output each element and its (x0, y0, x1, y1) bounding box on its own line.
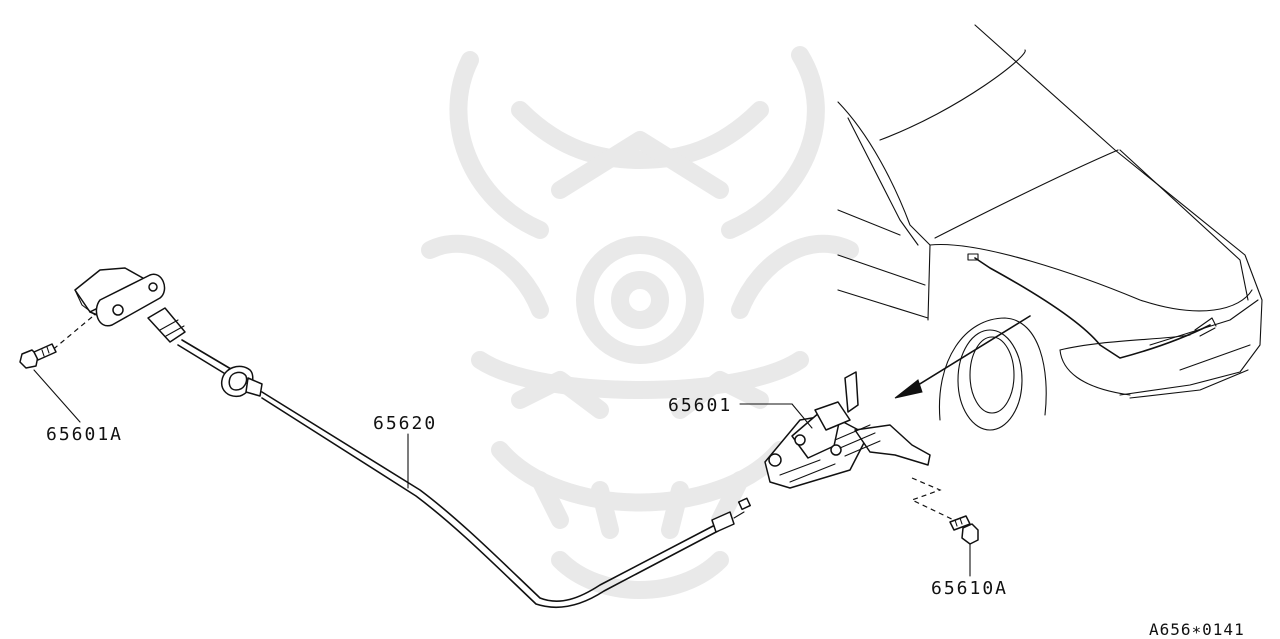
leader-65601-tip (791, 403, 813, 429)
car-outline (837, 24, 1263, 431)
watermark-emblem (421, 46, 859, 599)
diagram-code: A656∗0141 (1149, 620, 1245, 639)
leader-65601a (33, 369, 81, 423)
part-label-65601: 65601 (668, 395, 733, 416)
direction-arrow (894, 315, 1031, 399)
part-label-65620: 65620 (373, 413, 438, 434)
part-label-65610a: 65610A (931, 578, 1009, 599)
release-handle-bracket (74, 267, 186, 343)
bolt-65601a (19, 316, 93, 369)
hood-lock-assembly (764, 371, 931, 489)
hood-release-cable (177, 339, 751, 608)
part-label-65601a: 65601A (46, 424, 124, 445)
bolt-65610a (910, 477, 979, 545)
